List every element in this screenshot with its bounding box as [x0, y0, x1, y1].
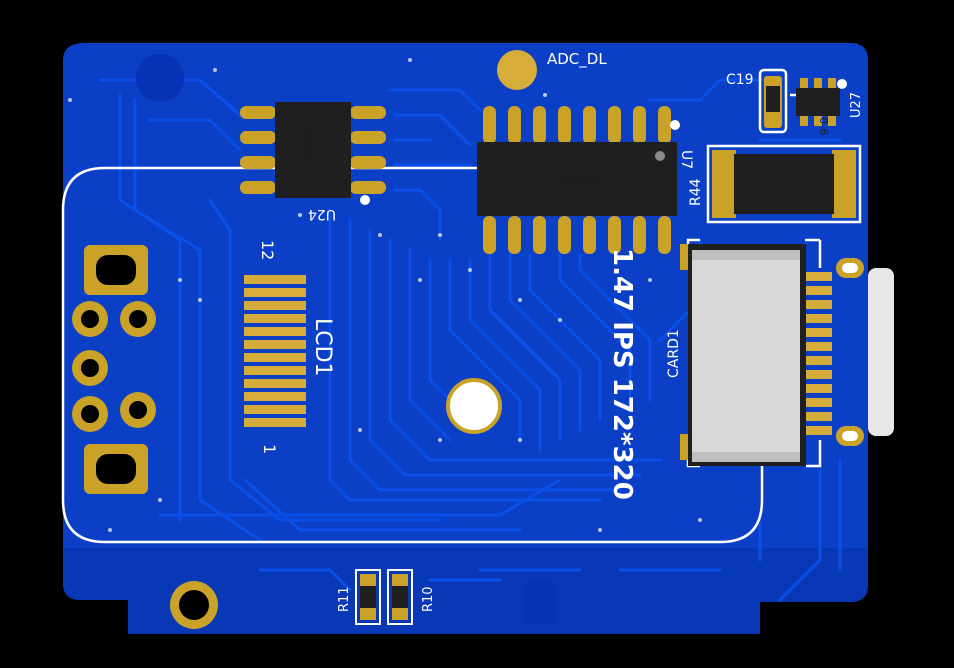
label-pin-12: 12 — [258, 240, 277, 260]
u7-pin1-mark — [670, 120, 680, 130]
card1-slot — [680, 244, 864, 466]
label-adc-dl: ADC_DL — [547, 50, 607, 69]
c19-capacitor — [764, 76, 782, 128]
pcb-traces — [98, 78, 842, 602]
label-u24: U24 — [308, 206, 336, 222]
label-u27-marking: SC 70-6 — [817, 92, 830, 135]
label-sop16: SOP16 — [562, 173, 598, 186]
card-outline — [806, 240, 822, 468]
silkscreen-outlines — [61, 68, 862, 544]
lcd-outline — [61, 166, 764, 544]
r44-resistor — [712, 150, 856, 218]
u7-body — [477, 142, 677, 216]
u27-sc70 — [796, 78, 847, 126]
adc-dl-pad — [497, 50, 537, 90]
mounting-hole-top — [136, 54, 184, 102]
vias — [68, 58, 702, 532]
r11-resistor — [355, 569, 381, 625]
label-soic8: SOIC8 — [303, 130, 316, 164]
label-lcd-caption: 1.47 IPS 172*320 — [607, 248, 637, 500]
u7-pin1-dot — [655, 151, 665, 161]
center-pad — [446, 378, 502, 434]
lcd1-pads — [244, 275, 306, 427]
label-lcd1: LCD1 — [310, 318, 335, 377]
label-r44: R44 — [688, 178, 704, 206]
label-pin-1: 1 — [260, 444, 279, 454]
r10-resistor — [387, 569, 413, 625]
label-r11: R11 — [337, 586, 352, 612]
label-u27: U27 — [849, 92, 864, 118]
u24-soic8 — [240, 102, 386, 205]
label-c19: C19 — [726, 72, 754, 88]
bottom-square-pad — [523, 582, 555, 624]
label-u7: U7 — [678, 150, 694, 169]
label-r10: R10 — [421, 586, 436, 612]
left-connector-pads — [72, 245, 156, 494]
u7-sop16 — [483, 106, 671, 254]
card-overhang — [868, 268, 894, 436]
r44-outline — [706, 144, 862, 224]
label-card1: CARD1 — [666, 329, 682, 378]
c19-outline — [758, 68, 788, 134]
